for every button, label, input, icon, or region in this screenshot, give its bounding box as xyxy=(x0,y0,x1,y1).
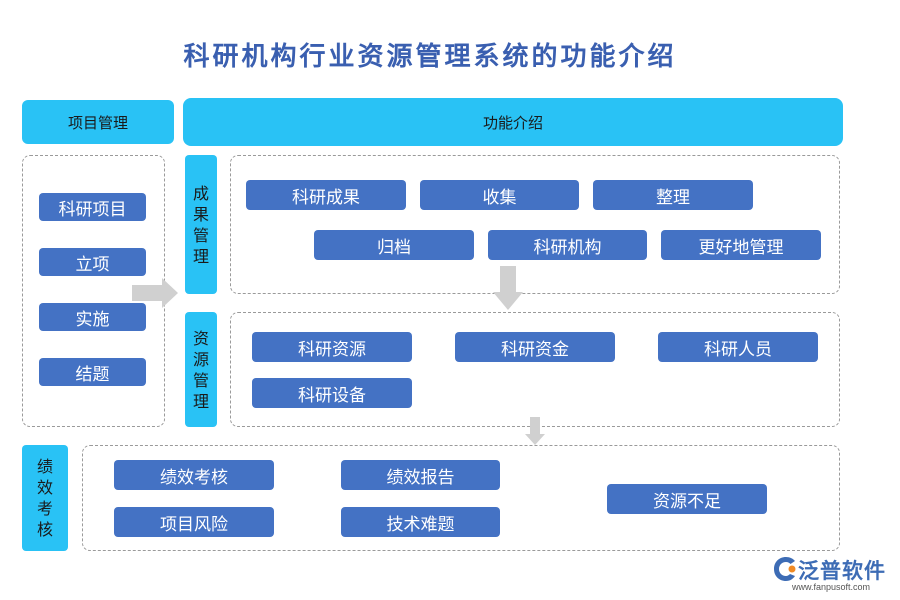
performance-item-insufficient-resources: 资源不足 xyxy=(607,484,767,514)
performance-label-char-3: 考 xyxy=(36,499,53,518)
project-item-research-project: 科研项目 xyxy=(39,193,146,221)
resources-label-char-4: 理 xyxy=(192,391,209,411)
performance-item-project-risk: 项目风险 xyxy=(114,507,274,537)
performance-item-assessment: 绩效考核 xyxy=(114,460,274,490)
resources-label-char-2: 源 xyxy=(192,349,209,369)
results-item-research-results: 科研成果 xyxy=(246,180,406,210)
page-title: 科研机构行业资源管理系统的功能介绍 xyxy=(183,42,677,72)
results-item-better-management: 更好地管理 xyxy=(661,230,821,260)
results-label-char-2: 果 xyxy=(192,204,209,224)
performance-item-report: 绩效报告 xyxy=(341,460,500,490)
resources-item-research-resources: 科研资源 xyxy=(252,332,412,362)
resources-item-research-funds: 科研资金 xyxy=(455,332,615,362)
arrow-down-icon xyxy=(493,266,523,310)
project-item-implementation: 实施 xyxy=(39,303,146,331)
arrow-right-icon xyxy=(132,278,178,308)
results-management-label: 成 果 管 理 xyxy=(185,155,217,294)
fanpu-logo: 泛普软件 www.fanpusoft.com xyxy=(770,553,895,595)
performance-label-char-4: 核 xyxy=(36,520,53,539)
results-item-organize: 整理 xyxy=(593,180,753,210)
resources-label-char-1: 资 xyxy=(192,328,209,348)
resources-item-research-personnel: 科研人员 xyxy=(658,332,818,362)
results-item-archive: 归档 xyxy=(314,230,474,260)
results-label-char-4: 理 xyxy=(192,246,209,266)
resources-label-char-3: 管 xyxy=(192,370,209,390)
resources-management-label: 资 源 管 理 xyxy=(185,312,217,427)
results-item-research-institution: 科研机构 xyxy=(488,230,647,260)
logo-name: 泛普软件 xyxy=(798,559,886,583)
performance-label-char-2: 效 xyxy=(36,478,53,497)
resources-item-research-equipment: 科研设备 xyxy=(252,378,412,408)
results-management-box xyxy=(230,155,840,294)
results-label-char-1: 成 xyxy=(192,183,209,203)
feature-intro-header: 功能介绍 xyxy=(183,98,843,146)
performance-label: 绩 效 考 核 xyxy=(22,445,68,551)
logo-url: www.fanpusoft.com xyxy=(792,582,871,592)
resources-management-box xyxy=(230,312,840,427)
arrow-down-small-icon xyxy=(525,417,545,445)
project-item-initiation: 立项 xyxy=(39,248,146,276)
performance-item-technical-problem: 技术难题 xyxy=(341,507,500,537)
project-management-header: 项目管理 xyxy=(22,100,174,144)
performance-label-char-1: 绩 xyxy=(36,457,53,476)
results-item-collect: 收集 xyxy=(420,180,579,210)
fanpu-logo-icon xyxy=(774,557,796,581)
project-item-conclusion: 结题 xyxy=(39,358,146,386)
results-label-char-3: 管 xyxy=(192,225,209,245)
